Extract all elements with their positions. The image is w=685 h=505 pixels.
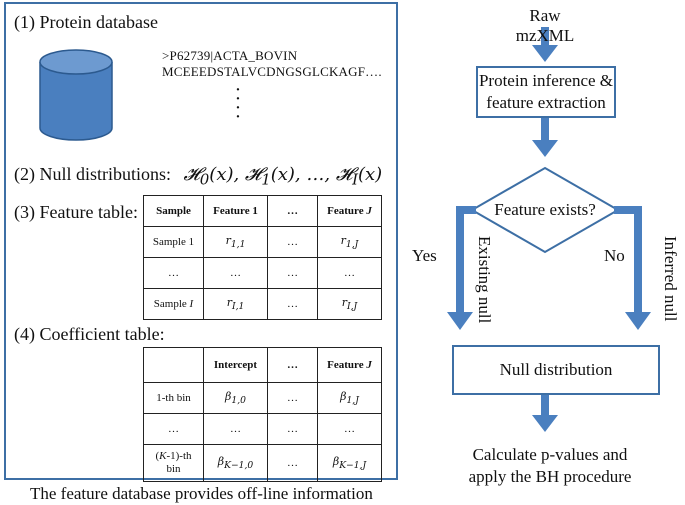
yes-label: Yes <box>412 246 437 265</box>
table-header: Intercept <box>203 347 268 383</box>
coefficient-table: Intercept … Feature J 1-th bin β1,0 … β1… <box>143 347 382 482</box>
table-header-row: Sample Feature 1 … Feature J <box>143 195 382 227</box>
coefficient-table-title: (4) Coefficient table: <box>14 324 165 344</box>
yes-branch <box>447 206 476 330</box>
table-cell: … <box>267 413 318 445</box>
protein-inference-line2: feature extraction <box>486 93 606 112</box>
table-header <box>143 347 204 383</box>
table-cell: … <box>143 257 204 289</box>
table-row: … … … … <box>143 257 382 289</box>
table-header: … <box>267 347 318 383</box>
table-cell: … <box>267 444 318 482</box>
panel-caption: The feature database provides off-line i… <box>30 484 373 503</box>
table-cell: rI,J <box>317 288 382 320</box>
sequence-header: >P62739|ACTA_BOVIN <box>162 48 298 63</box>
table-cell: 1-th bin <box>143 382 204 414</box>
table-row: Sample 1 r1,1 … r1,J <box>143 226 382 258</box>
calculate-line1: Calculate p-values and <box>472 445 628 464</box>
table-cell: r1,1 <box>203 226 268 258</box>
table-cell: … <box>317 413 382 445</box>
no-label: No <box>604 246 625 265</box>
sequence-line: MCEEEDSTALVCDNGSGLCKAGF…. <box>162 64 382 79</box>
table-row: Sample I rI,1 … rI,J <box>143 288 382 320</box>
table-cell: … <box>267 288 318 320</box>
protein-inference-box: Protein inference & feature extraction <box>476 66 616 118</box>
existing-null-label: Existing null <box>475 236 494 324</box>
table-row: 1-th bin β1,0 … β1,J <box>143 382 382 414</box>
database-icon <box>39 49 113 141</box>
table-cell: r1,J <box>317 226 382 258</box>
null-distributions-label: (2) Null distributions: <box>14 164 171 184</box>
null-distribution-box: Null distribution <box>452 345 660 395</box>
table-row: … … … … <box>143 413 382 445</box>
table-cell: βK−1,J <box>317 444 382 482</box>
table-cell: … <box>267 257 318 289</box>
table-header: Feature 1 <box>203 195 268 227</box>
table-cell: … <box>203 257 268 289</box>
inferred-null-label: Inferred null <box>661 236 680 322</box>
table-header-row: Intercept … Feature J <box>143 347 382 383</box>
table-cell: rI,1 <box>203 288 268 320</box>
table-cell: β1,J <box>317 382 382 414</box>
decision-diamond <box>469 166 621 254</box>
table-cell: … <box>267 226 318 258</box>
table-header: Feature J <box>317 347 382 383</box>
table-cell: βK−1,0 <box>203 444 268 482</box>
null-distributions-formula: 𝓗0(x), 𝓗1(x), …, 𝓗I(x) <box>183 164 383 189</box>
protein-database-title: (1) Protein database <box>14 12 158 32</box>
table-cell: Sample I <box>143 288 204 320</box>
feature-table: Sample Feature 1 … Feature J Sample 1 r1… <box>143 195 382 320</box>
table-header: Sample <box>143 195 204 227</box>
calculate-text: Calculate p-values and apply the BH proc… <box>450 444 650 488</box>
table-cell: Sample 1 <box>143 226 204 258</box>
feature-table-title: (3) Feature table: <box>14 202 138 222</box>
raw-mzxml-label: Raw mzXML <box>515 6 575 45</box>
table-cell: … <box>267 382 318 414</box>
table-cell: … <box>317 257 382 289</box>
decision-label: Feature exists? <box>494 200 596 219</box>
table-cell: … <box>143 413 204 445</box>
table-cell: … <box>203 413 268 445</box>
table-cell: β1,0 <box>203 382 268 414</box>
calculate-line2: apply the BH procedure <box>468 467 632 486</box>
more-dots: ···· <box>234 79 242 128</box>
null-distributions-title: (2) Null distributions: 𝓗0(x), 𝓗1(x), …,… <box>14 164 382 189</box>
flow-arrows <box>532 27 558 432</box>
table-header: Feature J <box>317 195 382 227</box>
no-branch <box>614 206 651 330</box>
table-header: … <box>267 195 318 227</box>
protein-inference-line1: Protein inference & <box>478 71 614 90</box>
